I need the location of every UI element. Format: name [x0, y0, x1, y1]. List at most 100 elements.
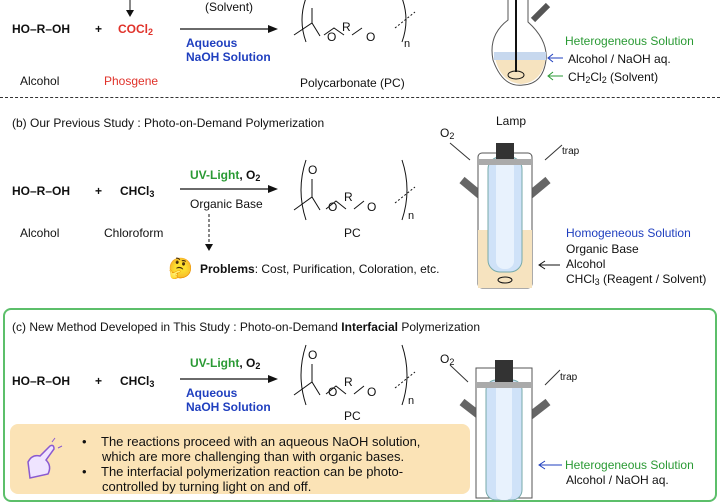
- t: The interfacial polymerization reaction …: [101, 464, 404, 479]
- reactor-label-alcohol: Alcohol: [566, 257, 606, 271]
- t: CHCl: [120, 184, 150, 198]
- reaction-arrow-b: [180, 185, 278, 193]
- o2-inlet-label: O2: [440, 352, 454, 367]
- reactant-chloroform: CHCl3: [120, 374, 154, 389]
- r-group: R: [344, 375, 353, 389]
- plus-sign: +: [95, 22, 103, 36]
- flask-upper-label: Alcohol / NaOH aq.: [568, 52, 671, 66]
- label-chloroform: Chloroform: [104, 226, 164, 240]
- polycarbonate-structure-c: [293, 344, 416, 406]
- t: (Solvent): [606, 70, 659, 84]
- t: The reactions proceed with an aqueous Na…: [101, 434, 421, 449]
- polycarbonate-structure-b: [293, 159, 416, 221]
- dashed-down-arrow: [205, 214, 213, 251]
- r-group: R: [342, 20, 351, 34]
- label-phosgene: Phosgene: [104, 74, 159, 88]
- label-pc: PC: [344, 226, 361, 240]
- repeat-n: n: [408, 210, 415, 222]
- t: Problems: [200, 262, 255, 276]
- reactor-label-chcl3: CHCl3 (Reagent / Solvent): [566, 272, 706, 287]
- label-alcohol: Alcohol: [20, 226, 60, 240]
- plus-sign: +: [95, 374, 103, 388]
- reactor-label-alcohol-naoh: Alcohol / NaOH aq.: [566, 473, 669, 487]
- t: : Cost, Purification, Coloration, etc.: [254, 262, 440, 276]
- reactant-phosgene: COCl2: [118, 22, 153, 37]
- ester-oxygen-2: O: [367, 200, 377, 214]
- label-polycarbonate: Polycarbonate (PC): [300, 76, 405, 90]
- t: 2: [255, 173, 261, 183]
- phosgene-formula: COCl: [118, 22, 148, 36]
- bullet-item: • The reactions proceed with an aqueous …: [82, 434, 421, 449]
- t: UV-Light: [190, 356, 240, 370]
- condition-naoh: NaOH Solution: [186, 400, 271, 414]
- t: , O: [239, 168, 256, 182]
- reactant-alcohol: HO–R–OH: [12, 374, 71, 388]
- carbonyl-oxygen: O: [308, 348, 318, 362]
- ester-oxygen-2: O: [366, 30, 376, 44]
- t: UV-Light: [190, 168, 240, 182]
- highlights-list: • The reactions proceed with an aqueous …: [82, 434, 420, 494]
- t: 2: [255, 361, 261, 371]
- flask-state-label: Heterogeneous Solution: [565, 34, 694, 48]
- label-alcohol: Alcohol: [20, 74, 60, 88]
- t: O: [440, 126, 450, 140]
- t: CHCl: [566, 272, 595, 286]
- solvent-note: (Solvent): [205, 0, 254, 14]
- reaction-arrow-a: [180, 25, 278, 33]
- label-pc: PC: [344, 409, 361, 423]
- thinking-face-icon: 🤔: [168, 258, 193, 280]
- t: 3: [149, 189, 155, 199]
- t: 3: [149, 379, 155, 389]
- flask-lower-label: CH2Cl2 (Solvent): [568, 70, 658, 85]
- ester-oxygen: O: [328, 385, 338, 399]
- reactor-label-base: Organic Base: [566, 242, 639, 256]
- reaction-arrow-c: [180, 375, 278, 383]
- problems-text: Problems: Cost, Purification, Coloration…: [200, 262, 439, 276]
- reactor-state-label: Heterogeneous Solution: [565, 458, 694, 472]
- reactor-state-label: Homogeneous Solution: [566, 226, 691, 240]
- arrow-icons: [547, 53, 563, 81]
- phosgene-down-arrow: [126, 0, 134, 17]
- condition-aqueous: Aqueous: [186, 36, 238, 50]
- carbonyl-oxygen: O: [308, 163, 318, 177]
- bullet-continuation: which are more challenging than with org…: [102, 449, 405, 464]
- ester-oxygen-2: O: [367, 385, 377, 399]
- bullet-continuation: controlled by turning light on and off.: [102, 479, 312, 494]
- t: (Reagent / Solvent): [599, 272, 707, 286]
- condition-light: UV-Light, O2: [190, 356, 260, 371]
- t: Polymerization: [397, 320, 481, 334]
- plus-sign: +: [95, 184, 103, 198]
- repeat-n: n: [408, 395, 415, 407]
- t: 2: [585, 75, 591, 85]
- polycarbonate-structure-a: [293, 0, 416, 43]
- t: , O: [239, 356, 256, 370]
- phosgene-subscript: 2: [148, 27, 154, 37]
- repeat-n: n: [404, 38, 411, 50]
- ester-oxygen: O: [327, 30, 337, 44]
- trap-label: trap: [560, 372, 578, 383]
- bullet-item: • The interfacial polymerization reactio…: [82, 464, 404, 479]
- trap-label: trap: [562, 146, 580, 157]
- o2-inlet-label: O2: [440, 126, 454, 141]
- section-c-title: (c) New Method Developed in This Study :…: [12, 320, 480, 334]
- t: 2: [601, 75, 607, 85]
- photoreactor-icon: [449, 360, 562, 501]
- photoreactor-icon: [449, 142, 563, 289]
- reactant-alcohol: HO–R–OH: [12, 184, 71, 198]
- reactant-alcohol: HO–R–OH: [12, 22, 71, 36]
- section-divider: [0, 97, 720, 98]
- t: (c) New Method Developed in This Study :…: [12, 320, 342, 334]
- condition-base: Organic Base: [190, 197, 263, 211]
- t: O: [440, 352, 450, 366]
- t: 3: [594, 277, 600, 287]
- flask-icon: [491, 0, 551, 86]
- t: CHCl: [120, 374, 150, 388]
- condition-aqueous: Aqueous: [186, 386, 238, 400]
- condition-naoh: NaOH Solution: [186, 50, 271, 64]
- ester-oxygen: O: [328, 200, 338, 214]
- t: 2: [449, 131, 455, 141]
- section-b-title: (b) Our Previous Study : Photo-on-Demand…: [12, 116, 325, 130]
- t: 2: [449, 357, 455, 367]
- reactant-chloroform: CHCl3: [120, 184, 154, 199]
- pointing-hand-icon: [27, 437, 63, 479]
